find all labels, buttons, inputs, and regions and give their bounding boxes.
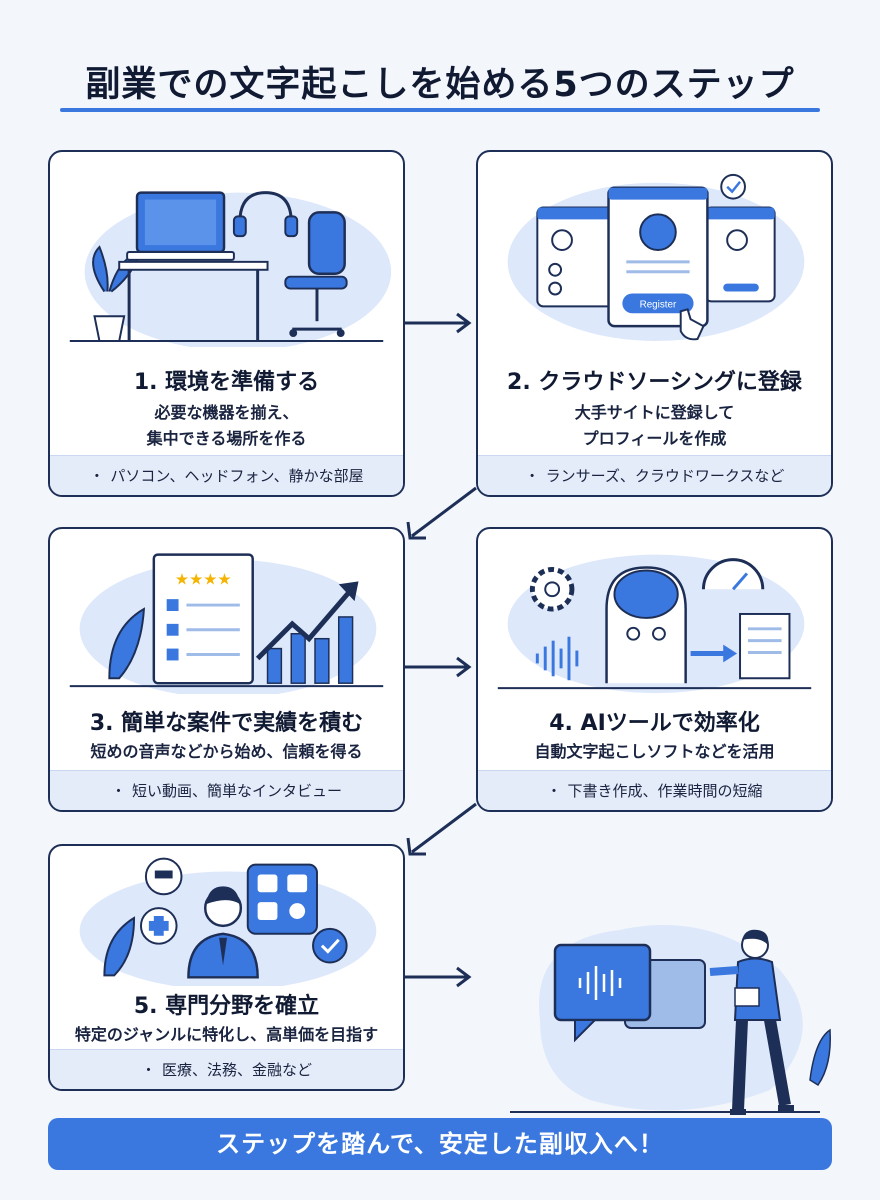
workspace-illustration: [69, 191, 392, 347]
profile-window-left: [536, 206, 618, 308]
step-note-text: パソコン、ヘッドフォン、静かな部屋: [110, 467, 364, 485]
step-card-2: Register 2. クラウドソーシングに登録 大手サイトに登録して プロフィ…: [476, 150, 833, 497]
step-note-text: ランサーズ、クラウドワークスなど: [545, 467, 785, 485]
gear-icon: [529, 567, 575, 612]
summary-banner: ステップを踏んで、安定した副収入へ！: [48, 1118, 832, 1170]
person-avatar-icon: [187, 886, 259, 979]
checkmark-icon: [720, 173, 746, 200]
gavel-icon: [144, 857, 183, 896]
desk-icon: [118, 260, 269, 341]
star-rating-icon: ★★★★: [175, 569, 232, 588]
step-note: ・パソコン、ヘッドフォン、静かな部屋: [50, 455, 403, 495]
step-title: 3. 簡単な案件で実績を積む: [89, 711, 364, 736]
bullet: ・: [546, 782, 562, 800]
arrow-right-icon: [405, 966, 472, 988]
step-note-text: 医療、法務、金融など: [162, 1061, 313, 1079]
arrow-down-left-icon: [406, 486, 477, 540]
arrow-right-icon: [405, 312, 472, 334]
bullet: ・: [110, 782, 126, 800]
profile-window-main: Register: [607, 186, 709, 328]
ai-tool-illustration: [497, 554, 812, 694]
step-desc-line-2: 集中できる場所を作る: [146, 429, 307, 448]
arrow-right-icon: [405, 656, 472, 678]
medical-cross-icon: [139, 907, 178, 945]
step-note-text: 下書き作成、作業時間の短縮: [567, 782, 763, 800]
step-card-1: 1. 環境を準備する 必要な機器を揃え、 集中できる場所を作る ・パソコン、ヘッ…: [48, 150, 405, 497]
growth-chart-icon: [255, 581, 359, 684]
step-desc-line-1: 大手サイトに登録して: [574, 403, 735, 422]
bullet: ・: [140, 1061, 156, 1079]
business-icons-bubble: [246, 863, 318, 935]
headphones-icon: [232, 191, 299, 238]
step-note: ・下書き作成、作業時間の短縮: [478, 770, 831, 810]
arrow-down-left-icon: [406, 802, 477, 856]
step-note-text: 短い動画、簡単なインタビュー: [132, 782, 343, 800]
step-note: ・短い動画、簡単なインタビュー: [50, 770, 403, 810]
specialist-illustration: [79, 857, 377, 986]
ai-head-icon: [605, 566, 687, 684]
laptop-icon: [126, 191, 235, 261]
document-checklist-icon: ★★★★: [152, 553, 254, 685]
step-card-3: ★★★★ 3. 簡単な案件で実績を積む 短めの音声などから始め、信頼を得る ・短…: [48, 527, 405, 812]
step-title: 4. AIツールで効率化: [549, 711, 760, 736]
step-card-5: 5. 専門分野を確立 特定のジャンルに特化し、高単価を目指す ・医療、法務、金融…: [48, 844, 405, 1091]
success-illustration: [510, 925, 831, 1115]
register-button-label: Register: [640, 299, 677, 310]
pointer-hand-icon: [679, 308, 705, 341]
step-desc-line-1: 自動文字起こしソフトなどを活用: [534, 742, 775, 761]
step-note: ・医療、法務、金融など: [50, 1049, 403, 1089]
chat-bubble-icon: [553, 943, 706, 1043]
award-badge-icon: [312, 927, 348, 964]
title-underline: [60, 108, 820, 112]
profile-window-right: [704, 206, 776, 303]
step-desc-line-1: 特定のジャンルに特化し、高単価を目指す: [74, 1025, 379, 1044]
sound-wave-icon: [535, 636, 579, 681]
speedometer-icon: [701, 558, 765, 591]
document-icon: [739, 612, 791, 680]
office-chair-icon: [284, 211, 348, 338]
track-record-illustration: ★★★★: [69, 553, 384, 694]
step-desc-line-2: プロフィールを作成: [582, 429, 727, 448]
page-title: 副業での文字起こしを始める5つのステップ: [85, 65, 795, 105]
step-card-4: 4. AIツールで効率化 自動文字起こしソフトなどを活用 ・下書き作成、作業時間…: [476, 527, 833, 812]
bullet: ・: [89, 467, 105, 485]
step-desc-line-1: 短めの音声などから始め、信頼を得る: [90, 742, 363, 761]
bullet: ・: [524, 467, 540, 485]
step-title: 5. 専門分野を確立: [133, 994, 320, 1019]
step-title: 1. 環境を準備する: [133, 370, 320, 395]
step-note: ・ランサーズ、クラウドワークスなど: [478, 455, 831, 495]
step-desc-line-1: 必要な機器を揃え、: [154, 403, 299, 422]
registration-illustration: Register: [507, 173, 805, 341]
step-title: 2. クラウドソーシングに登録: [507, 370, 802, 395]
